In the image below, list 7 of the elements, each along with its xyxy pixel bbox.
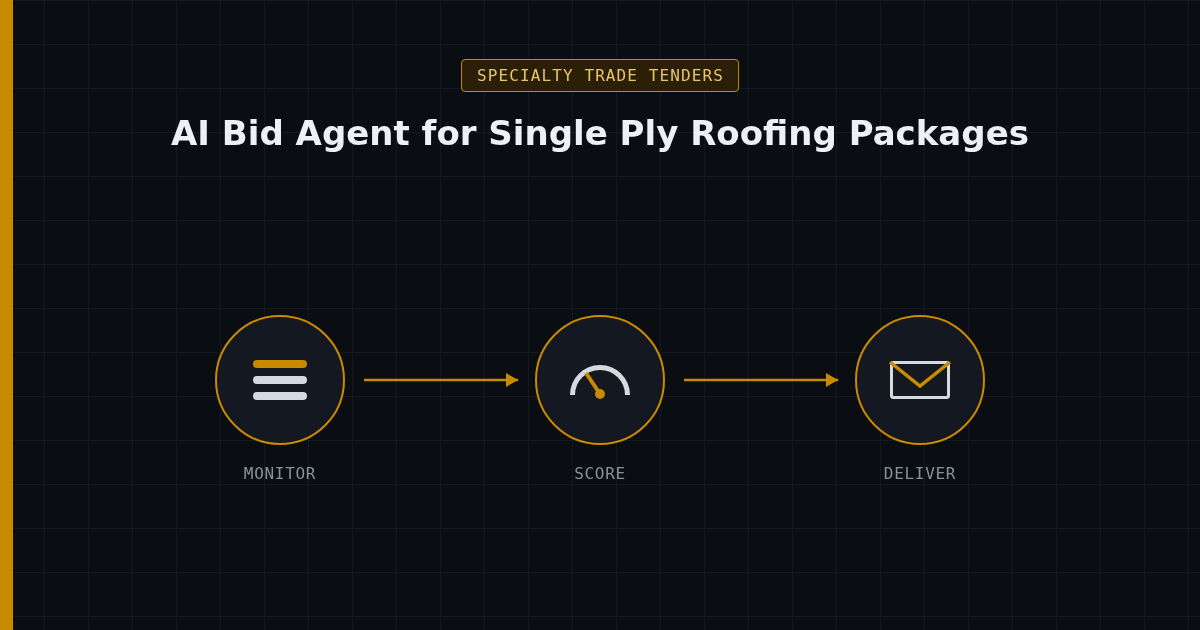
step-label: MONITOR (243, 464, 317, 484)
title: AI Bid Agent for Single Ply Roofing Packages (171, 112, 1029, 154)
step-label: DELIVER (883, 464, 957, 484)
arrow (684, 373, 838, 387)
arrow (364, 373, 518, 387)
category-badge: SPECIALTY TRADE TENDERS (461, 59, 739, 92)
step-label: SCORE (574, 464, 626, 484)
